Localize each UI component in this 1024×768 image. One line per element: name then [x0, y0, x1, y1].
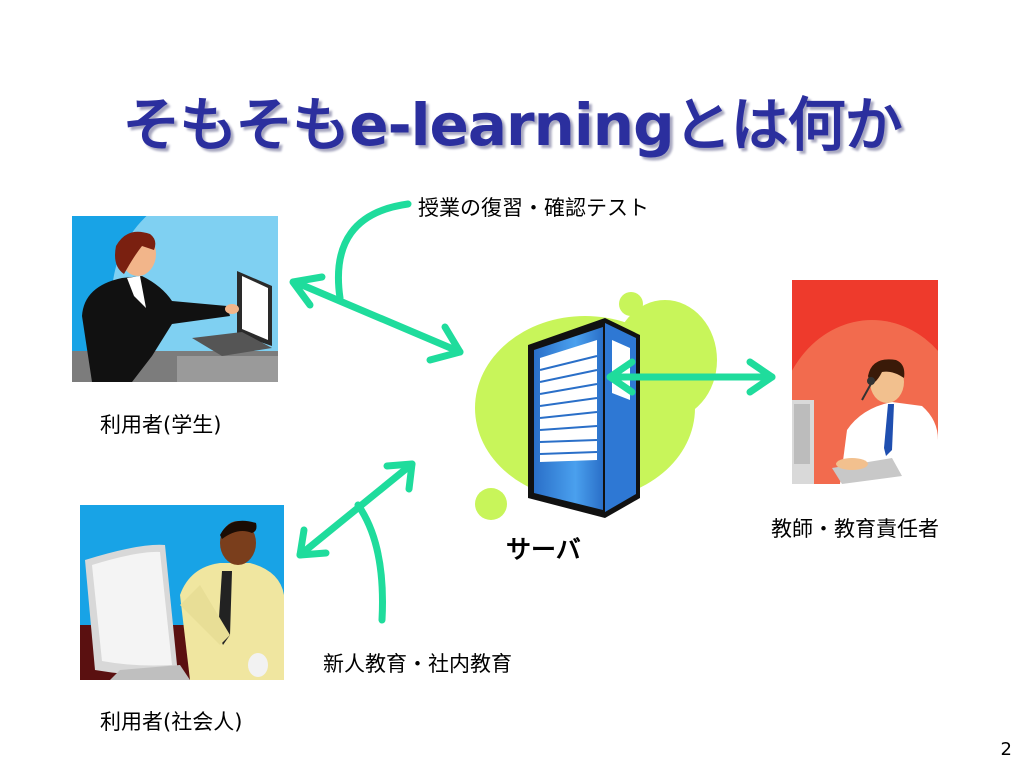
student-picture — [72, 216, 278, 382]
slide-title: そもそもe-learningとは何か — [122, 91, 902, 159]
server-icon — [528, 318, 640, 518]
page-number: 2 — [1000, 739, 1012, 760]
arrow-server-teacher — [606, 358, 776, 396]
worker-picture — [80, 505, 284, 680]
connector-training — [354, 501, 386, 624]
review-test-label: 授業の復習・確認テスト — [418, 196, 649, 220]
server-label: サーバ — [506, 535, 581, 564]
student-user-label: 利用者(学生) — [100, 413, 222, 437]
arrow-worker-server — [296, 460, 416, 559]
teacher-label: 教師・教育責任者 — [771, 517, 939, 541]
teacher-picture — [792, 280, 938, 484]
connector-review-test — [334, 200, 412, 302]
worker-user-label: 利用者(社会人) — [100, 710, 243, 734]
arrow-student-server — [289, 273, 464, 364]
training-label: 新人教育・社内教育 — [323, 652, 512, 676]
